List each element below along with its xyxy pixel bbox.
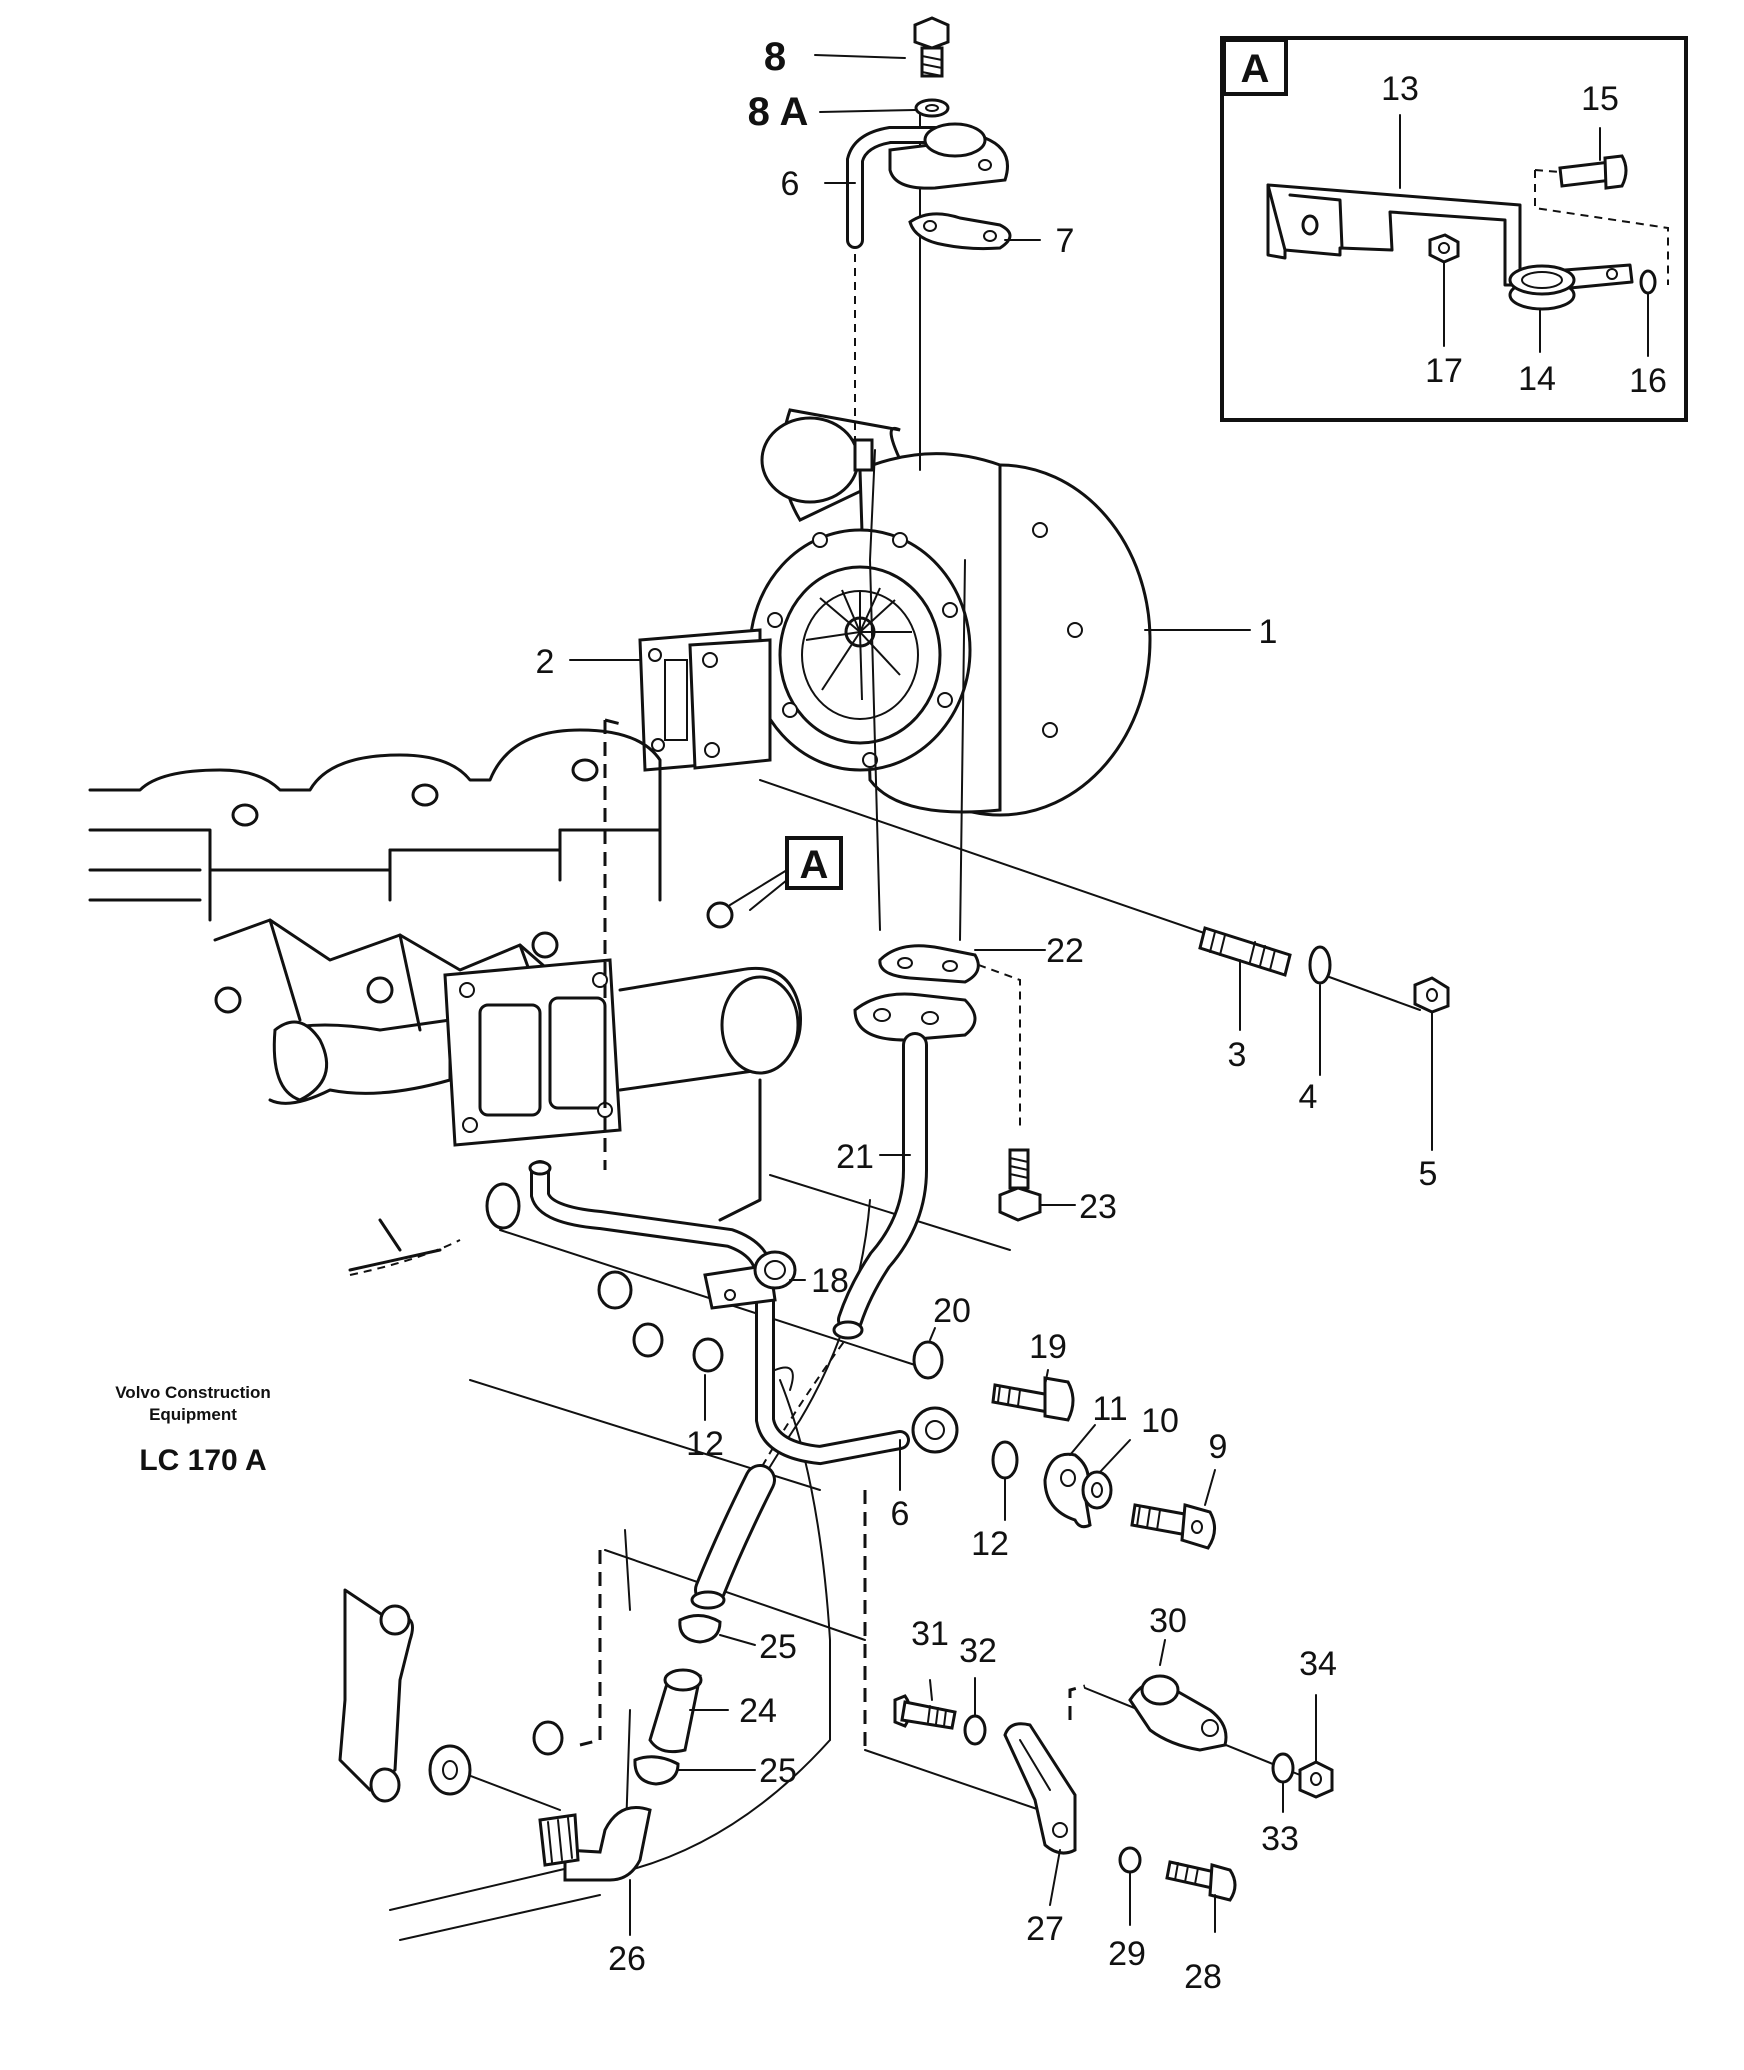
callout-numbers: 8 8 A 6 7 13 15 17 14 16 1 2 22 3 4 5 21… — [536, 35, 1667, 1996]
callout-33: 33 — [1261, 1820, 1299, 1858]
callout-32: 32 — [959, 1632, 997, 1670]
callout-8a: 8 A — [748, 90, 809, 134]
callout-25-bottom: 25 — [759, 1752, 797, 1790]
callout-16: 16 — [1629, 362, 1667, 400]
engine-manifold — [88, 728, 831, 1941]
callout-7: 7 — [1056, 222, 1075, 260]
callout-15: 15 — [1581, 80, 1619, 118]
publisher-block: Volvo Construction Equipment LC 170 A — [115, 1383, 271, 1477]
callout-18: 18 — [811, 1262, 849, 1300]
publisher-line1: Volvo Construction — [115, 1383, 271, 1402]
callout-23: 23 — [1079, 1188, 1117, 1226]
callout-2: 2 — [536, 643, 555, 681]
leader-lines — [569, 54, 1433, 1936]
fasteners — [893, 926, 1450, 1902]
detail-a-inset: A — [1220, 36, 1688, 422]
publisher-line2: Equipment — [149, 1405, 237, 1424]
detail-a-label: A — [1241, 47, 1270, 91]
callout-10: 10 — [1141, 1402, 1179, 1440]
callout-6-top: 6 — [781, 165, 800, 203]
callout-a-label: A — [800, 843, 829, 887]
callout-25-top: 25 — [759, 1628, 797, 1666]
callout-19: 19 — [1029, 1328, 1067, 1366]
callout-11: 11 — [1092, 1390, 1127, 1428]
callout-28: 28 — [1184, 1958, 1222, 1996]
oil-pipes — [428, 16, 1042, 1882]
callout-24: 24 — [739, 1692, 777, 1730]
callout-30: 30 — [1149, 1602, 1187, 1640]
turbocharger — [638, 408, 1152, 817]
model-label: LC 170 A — [139, 1444, 266, 1477]
callout-21: 21 — [836, 1138, 874, 1176]
callout-3: 3 — [1228, 1036, 1247, 1074]
callout-29: 29 — [1108, 1935, 1146, 1973]
callout-4: 4 — [1299, 1078, 1318, 1116]
callout-9: 9 — [1209, 1428, 1228, 1466]
detail-a-callout: A — [729, 836, 843, 911]
callout-12-left: 12 — [686, 1425, 724, 1463]
callout-20: 20 — [933, 1292, 971, 1330]
callout-17: 17 — [1425, 352, 1463, 390]
callout-12-right: 12 — [971, 1525, 1009, 1563]
callout-34: 34 — [1299, 1645, 1337, 1683]
callout-13: 13 — [1381, 70, 1419, 108]
callout-22: 22 — [1046, 932, 1084, 970]
callout-8: 8 — [764, 35, 786, 79]
callout-1: 1 — [1259, 613, 1278, 651]
callout-6-bottom: 6 — [891, 1495, 910, 1533]
callout-31: 31 — [911, 1615, 949, 1653]
callout-5: 5 — [1419, 1155, 1438, 1193]
callout-26: 26 — [608, 1940, 646, 1978]
assembly-lines — [454, 109, 1421, 1861]
callout-14: 14 — [1518, 360, 1556, 398]
callout-27: 27 — [1026, 1910, 1064, 1948]
